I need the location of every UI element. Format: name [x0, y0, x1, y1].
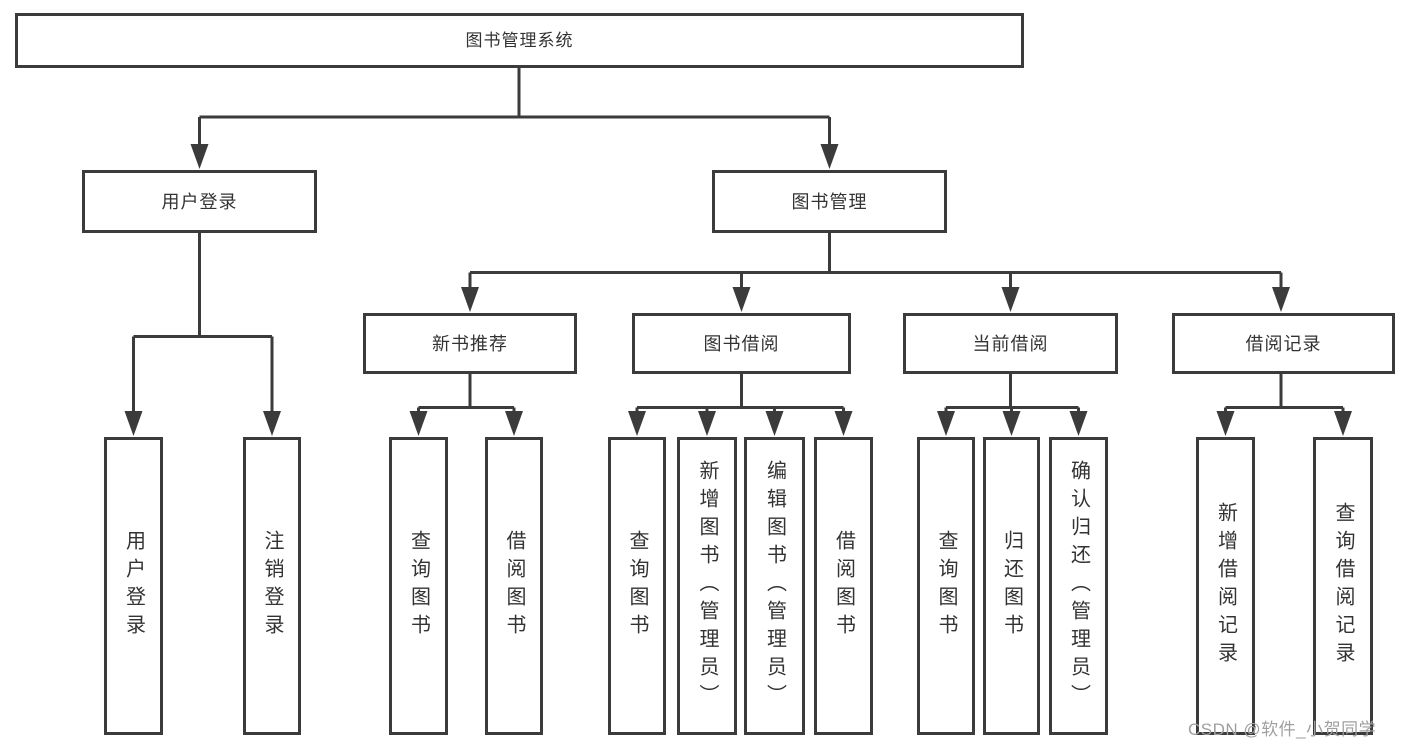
- leaf-logout: 注销登录: [243, 437, 301, 735]
- connector-book-borrow-to-leaves: [628, 374, 853, 436]
- leaf-borrow-query-book: 查询图书: [608, 437, 666, 735]
- leaf-label: 查询图书: [626, 530, 648, 642]
- leaf-borrow-add-book-admin: 新增图书（管理员）: [677, 437, 737, 735]
- leaf-label: 用户登录: [122, 530, 145, 642]
- node-label: 图书管理系统: [465, 31, 574, 50]
- leaf-label: 确认归还（管理员）: [1067, 460, 1090, 712]
- node-label: 图书借阅: [703, 333, 780, 354]
- node-label: 用户登录: [161, 191, 238, 212]
- node-library-management-system: 图书管理系统: [15, 13, 1024, 68]
- node-user-login: 用户登录: [82, 170, 317, 233]
- connector-root-to-level2: [190, 68, 839, 169]
- node-label: 图书管理: [791, 191, 868, 212]
- leaf-recommend-query-book: 查询图书: [389, 437, 448, 735]
- leaf-label: 编辑图书（管理员）: [763, 460, 786, 712]
- node-current-borrow: 当前借阅: [903, 313, 1118, 374]
- node-label: 当前借阅: [972, 333, 1049, 354]
- csdn-watermark: CSDN @软件_小贺同学: [1188, 720, 1377, 739]
- node-label: 借阅记录: [1245, 333, 1322, 354]
- node-new-book-recommend: 新书推荐: [363, 313, 577, 374]
- leaf-current-query-book: 查询图书: [917, 437, 975, 735]
- leaf-borrow-borrow-book: 借阅图书: [814, 437, 873, 735]
- node-borrow-record: 借阅记录: [1172, 313, 1395, 374]
- connector-current-borrow-to-leaves: [937, 374, 1088, 436]
- leaf-label: 查询借阅记录: [1332, 502, 1354, 670]
- leaf-borrow-edit-book-admin: 编辑图书（管理员）: [744, 437, 805, 735]
- leaf-label: 借阅图书: [503, 530, 525, 642]
- leaf-current-return-book: 归还图书: [983, 437, 1040, 735]
- leaf-label: 归还图书: [1000, 530, 1023, 642]
- leaf-label: 新增借阅记录: [1214, 502, 1237, 670]
- leaf-label: 查询图书: [407, 530, 430, 642]
- connector-borrow-record-to-leaves: [1216, 374, 1352, 436]
- leaf-user-login: 用户登录: [104, 437, 163, 735]
- node-book-management: 图书管理: [712, 170, 947, 233]
- leaf-label: 注销登录: [261, 530, 283, 642]
- leaf-label: 查询图书: [935, 530, 957, 642]
- leaf-recommend-borrow-book: 借阅图书: [485, 437, 543, 735]
- leaf-current-confirm-return-admin: 确认归还（管理员）: [1049, 437, 1108, 735]
- leaf-label: 借阅图书: [832, 530, 855, 642]
- node-book-borrow: 图书借阅: [632, 313, 851, 374]
- leaf-record-add-borrow-record: 新增借阅记录: [1196, 437, 1255, 735]
- node-label: 新书推荐: [432, 333, 508, 354]
- leaf-label: 新增图书（管理员）: [696, 460, 718, 712]
- leaf-record-query-borrow-record: 查询借阅记录: [1313, 437, 1373, 735]
- connector-book-management-to-level3: [461, 233, 1290, 312]
- connector-user-login-to-leaves: [124, 233, 281, 436]
- connector-new-book-recommend-to-leaves: [409, 374, 523, 436]
